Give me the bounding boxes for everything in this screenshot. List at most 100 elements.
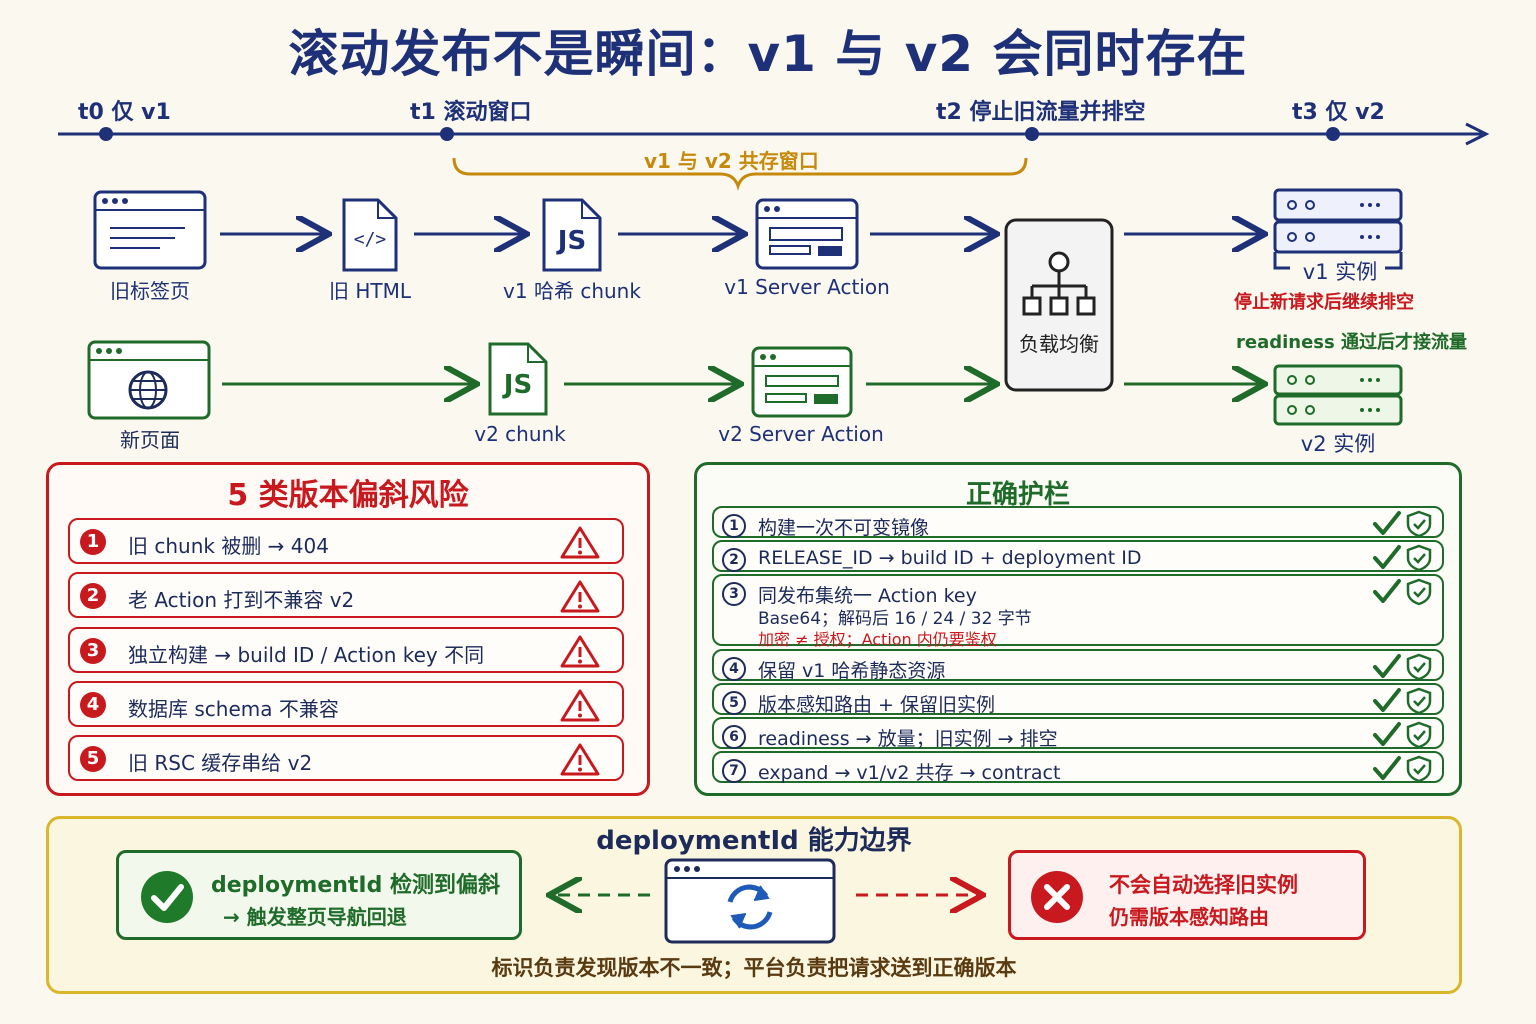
timeline-t0: t0 仅 v1 <box>78 100 171 125</box>
guard-number: 4 <box>722 657 746 681</box>
boundary-summary: 标识负责发现版本不一致；平台负责把请求送到正确版本 <box>491 956 1017 980</box>
deployment-window-icon <box>664 858 836 944</box>
guard-subtext: Base64；解码后 16 / 24 / 32 字节 <box>758 609 1032 629</box>
warning-icon <box>560 526 600 559</box>
shield-check-icon <box>1406 755 1432 783</box>
v2-action-label: v2 Server Action <box>718 422 884 446</box>
sync-icon <box>727 884 773 930</box>
v1-js-file-icon <box>542 198 602 272</box>
v2-chunk-label: v2 chunk <box>474 422 566 446</box>
risk-number: 1 <box>80 529 106 555</box>
guard-number: 5 <box>722 691 746 715</box>
old-tab-icon <box>93 190 207 270</box>
limitation-line-2: 仍需版本感知路由 <box>1109 905 1269 929</box>
guard-text: 构建一次不可变镜像 <box>758 517 930 539</box>
shield-check-icon <box>1406 544 1432 572</box>
shield-check-icon <box>1406 687 1432 715</box>
v1-action-icon <box>755 198 859 270</box>
page-title: 滚动发布不是瞬间：v1 与 v2 会同时存在 <box>288 25 1248 83</box>
v2-action-icon <box>751 346 853 418</box>
guard-panel-title: 正确护栏 <box>965 480 1070 510</box>
warning-icon <box>560 580 600 613</box>
v2-js-label: JS <box>503 370 533 400</box>
shield-check-icon <box>1406 578 1432 606</box>
guard-text: RELEASE_ID → build ID + deployment ID <box>758 547 1142 569</box>
risk-row-1: 1 旧 chunk 被删 → 404 <box>68 518 624 564</box>
risk-text: 旧 RSC 缓存串给 v2 <box>128 751 313 775</box>
risk-number: 3 <box>80 638 106 664</box>
risk-number: 5 <box>80 746 106 772</box>
risk-panel-title: 5 类版本偏斜风险 <box>227 478 469 513</box>
warning-icon <box>560 635 600 668</box>
risk-number: 4 <box>80 692 106 718</box>
risk-number: 2 <box>80 583 106 609</box>
v1-action-label: v1 Server Action <box>724 275 890 299</box>
v2-instance-label: v2 实例 <box>1300 432 1376 456</box>
risk-row-3: 3 独立构建 → build ID / Action key 不同 <box>68 627 624 673</box>
globe-icon <box>128 370 168 410</box>
v2-js-file-icon <box>488 342 548 416</box>
warning-icon <box>560 743 600 776</box>
shield-check-icon <box>1406 653 1432 681</box>
guard-row-2: 2 RELEASE_ID → build ID + deployment ID <box>712 540 1444 572</box>
error-x-icon <box>1031 871 1083 923</box>
risk-row-5: 5 旧 RSC 缓存串给 v2 <box>68 735 624 781</box>
guard-text: 保留 v1 哈希静态资源 <box>758 660 946 682</box>
timeline-t2: t2 停止旧流量并排空 <box>936 100 1146 125</box>
guard-number: 1 <box>722 514 746 538</box>
load-balancer-icon <box>1004 218 1114 392</box>
load-balancer-label: 负载均衡 <box>1019 332 1099 356</box>
risk-row-2: 2 老 Action 打到不兼容 v2 <box>68 572 624 618</box>
html-file-icon: </> <box>342 198 398 272</box>
v2-readiness-note: readiness 通过后才接流量 <box>1236 332 1468 353</box>
timeline-axis <box>58 122 1490 146</box>
guard-row-6: 6 readiness → 放量；旧实例 → 排空 <box>712 717 1444 750</box>
check-icon <box>1373 722 1401 746</box>
warning-icon <box>560 689 600 722</box>
risk-text: 老 Action 打到不兼容 v2 <box>128 588 355 612</box>
old-html-label: 旧 HTML <box>328 279 411 303</box>
risk-text: 独立构建 → build ID / Action key 不同 <box>128 643 485 667</box>
guard-number: 7 <box>722 759 746 783</box>
check-icon <box>1373 511 1401 535</box>
guard-number: 3 <box>722 582 746 606</box>
shield-check-icon <box>1406 721 1432 749</box>
risk-text: 旧 chunk 被删 → 404 <box>128 534 329 558</box>
svg-text:</>: </> <box>354 229 387 250</box>
guard-row-1: 1 构建一次不可变镜像 <box>712 506 1444 539</box>
guard-number: 6 <box>722 725 746 749</box>
guard-number: 2 <box>722 548 746 572</box>
guard-warning-text: 加密 ≠ 授权；Action 内仍要鉴权 <box>758 630 997 649</box>
v2-server-icon <box>1273 364 1403 426</box>
guard-row-4: 4 保留 v1 哈希静态资源 <box>712 649 1444 682</box>
risk-text: 数据库 schema 不兼容 <box>128 697 339 721</box>
guard-text: 同发布集统一 Action key <box>758 585 977 607</box>
guard-row-5: 5 版本感知路由 + 保留旧实例 <box>712 683 1444 716</box>
shield-check-icon <box>1406 510 1432 538</box>
check-icon <box>1373 545 1401 569</box>
v1-js-label: JS <box>557 226 587 256</box>
check-icon <box>1373 688 1401 712</box>
v1-drain-note: 停止新请求后继续排空 <box>1234 292 1414 313</box>
capability-line-2: → 触发整页导航回退 <box>223 905 407 929</box>
v1-chunk-label: v1 哈希 chunk <box>503 279 641 303</box>
success-check-icon <box>141 871 193 923</box>
check-icon <box>1373 756 1401 780</box>
check-icon <box>1373 654 1401 678</box>
risk-row-4: 4 数据库 schema 不兼容 <box>68 681 624 727</box>
v1-instance-label: v1 实例 <box>1302 260 1378 284</box>
timeline-t1: t1 滚动窗口 <box>410 100 532 125</box>
coexist-bracket <box>452 157 1028 191</box>
old-tab-label: 旧标签页 <box>110 279 190 303</box>
coexist-window-label: v1 与 v2 共存窗口 <box>644 149 819 173</box>
guard-row-3: 3 同发布集统一 Action key Base64；解码后 16 / 24 /… <box>712 574 1444 649</box>
guard-text: readiness → 放量；旧实例 → 排空 <box>758 728 1058 750</box>
v1-server-icon <box>1273 188 1403 270</box>
limitation-line-1: 不会自动选择旧实例 <box>1109 873 1298 897</box>
capability-box: deploymentId 检测到偏斜 → 触发整页导航回退 <box>116 850 522 940</box>
timeline-t3: t3 仅 v2 <box>1292 100 1385 125</box>
limitation-box: 不会自动选择旧实例 仍需版本感知路由 <box>1008 850 1366 940</box>
guard-text: expand → v1/v2 共存 → contract <box>758 762 1061 784</box>
check-icon <box>1373 579 1401 603</box>
